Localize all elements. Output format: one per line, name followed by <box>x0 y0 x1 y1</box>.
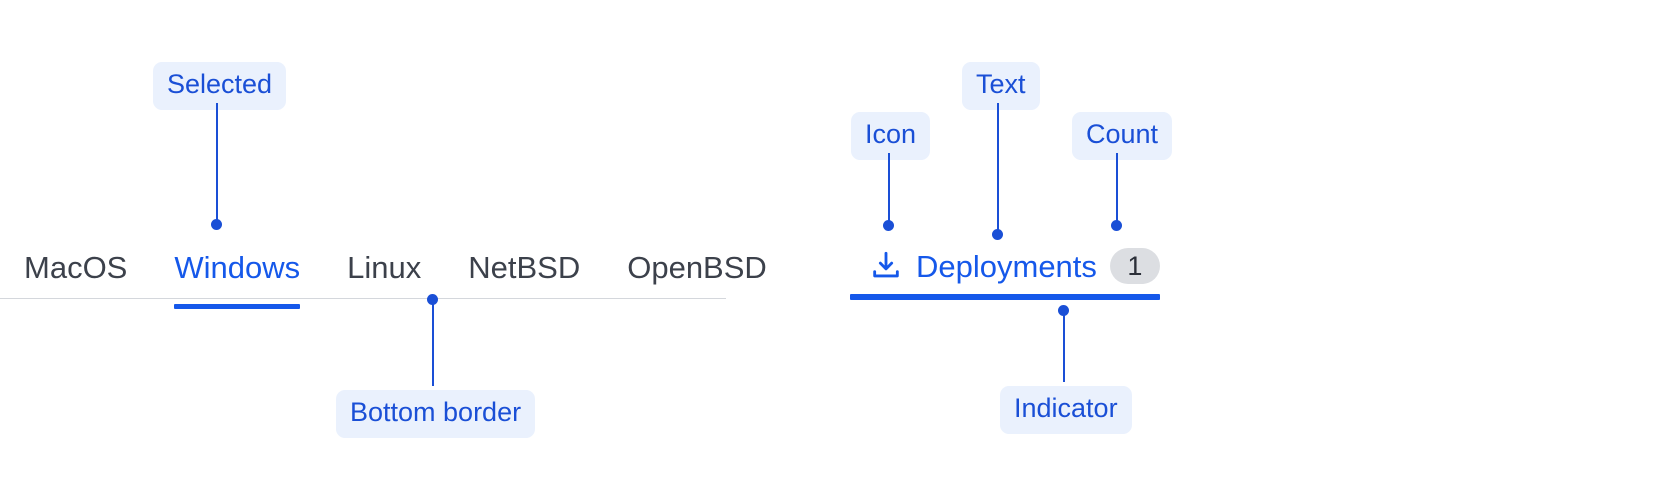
leader-dot-bottom-border <box>427 294 438 305</box>
tab-linux[interactable]: Linux <box>347 252 421 309</box>
tabbar-bottom-border <box>0 298 726 299</box>
leader-line-bottom-border <box>432 300 434 386</box>
callout-text: Text <box>962 62 1040 110</box>
leader-dot-icon <box>883 220 894 231</box>
tab-deployments[interactable]: Deployments 1 <box>869 248 1160 306</box>
leader-line-selected <box>216 103 218 224</box>
callout-icon: Icon <box>851 112 931 160</box>
leader-line-indicator <box>1063 310 1065 382</box>
tabbar-os: MacOS Windows Linux NetBSD OpenBSD <box>24 252 767 309</box>
tab-netbsd[interactable]: NetBSD <box>468 252 580 309</box>
leader-line-text <box>997 103 999 234</box>
callout-count: Count <box>1072 112 1173 160</box>
leader-dot-count <box>1111 220 1122 231</box>
tab-macos[interactable]: MacOS <box>24 252 127 309</box>
callout-indicator: Indicator <box>1000 386 1132 434</box>
callout-selected: Selected <box>153 62 287 110</box>
callout-bottom-border: Bottom border <box>336 390 536 438</box>
tab-deployments-indicator <box>850 294 1160 300</box>
tab-deployments-count-badge: 1 <box>1109 248 1160 284</box>
tab-openbsd[interactable]: OpenBSD <box>627 252 767 309</box>
leader-dot-text <box>992 229 1003 240</box>
tab-deployments-label: Deployments <box>916 248 1097 284</box>
tab-windows[interactable]: Windows <box>174 252 300 309</box>
leader-line-count <box>1116 153 1118 225</box>
leader-dot-selected <box>211 219 222 230</box>
leader-line-icon <box>888 153 890 225</box>
download-icon <box>869 249 903 283</box>
tab-deployments-wrapper: Deployments 1 <box>850 248 1160 306</box>
